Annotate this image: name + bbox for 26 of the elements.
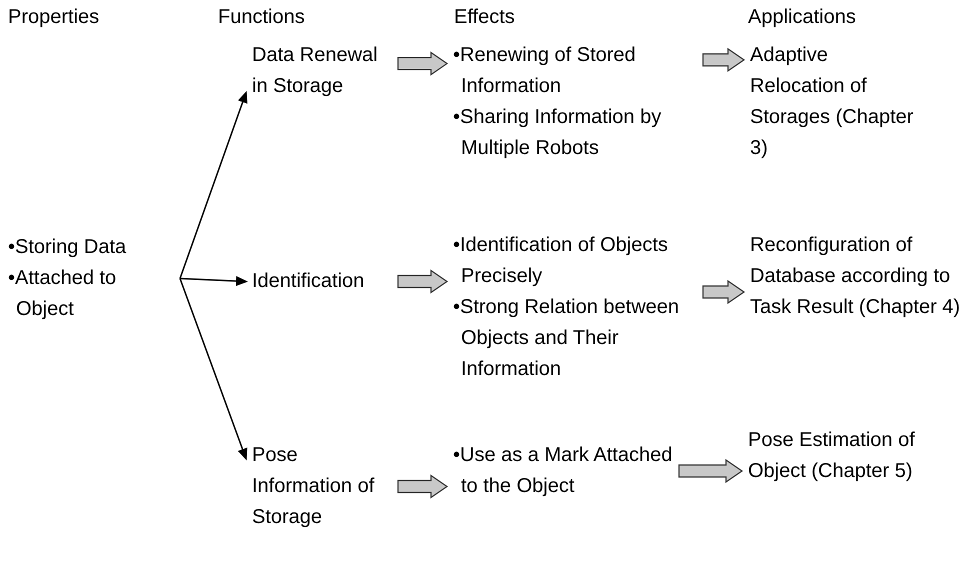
arrow <box>179 278 248 460</box>
bullet-item: •Strong Relation between Objects and Their Information <box>453 295 680 382</box>
bullet-item: •Attached to Object <box>8 266 118 322</box>
bullet-item: •Identification of Objects Precisely <box>453 233 669 289</box>
arrow <box>180 276 248 286</box>
block-arrow <box>678 458 744 484</box>
block-arrow <box>397 474 448 499</box>
node-text: Pose Information of Storage <box>252 443 376 530</box>
block-arrow <box>702 48 746 72</box>
column-heading: Properties <box>8 5 100 30</box>
column-heading: Applications <box>748 5 856 30</box>
node-text: Pose Estimation of Object (Chapter 5) <box>748 428 916 484</box>
block-arrow <box>702 280 746 304</box>
bullet-item: •Use as a Mark Attached to the Object <box>453 443 673 499</box>
bullet-item: •Storing Data <box>8 235 128 260</box>
bullet-item: •Sharing Information by Multiple Robots <box>453 105 662 161</box>
node-text: Reconfiguration of Database according to Task Result (Chapter 4) <box>750 233 962 320</box>
column-heading: Effects <box>454 5 515 30</box>
arrow <box>179 90 248 279</box>
node-text: Data Renewal in Storage <box>252 43 379 99</box>
bullet-item: •Renewing of Stored Information <box>453 43 637 99</box>
block-arrow <box>397 51 448 76</box>
column-heading: Functions <box>218 5 305 30</box>
node-text: Adaptive Relocation of Storages (Chapter 3) <box>750 43 914 161</box>
block-arrow <box>397 269 448 294</box>
node-text: Identification <box>252 269 366 294</box>
